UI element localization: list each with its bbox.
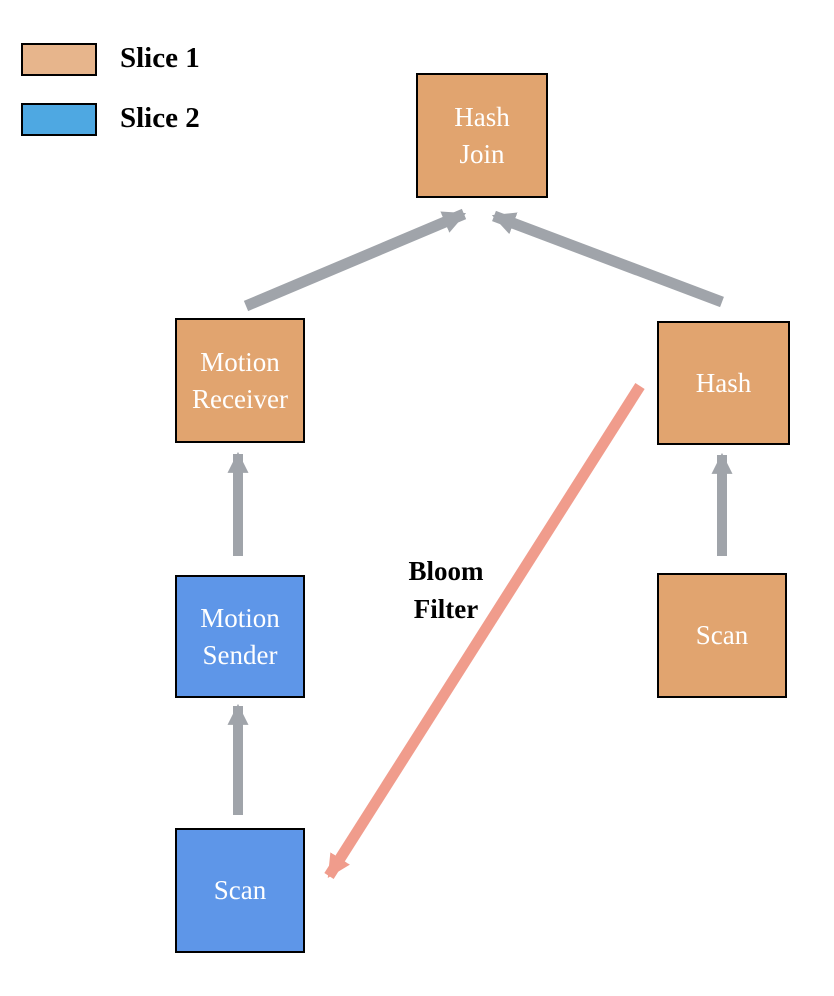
legend-label-slice1: Slice 1 bbox=[120, 42, 200, 74]
edge-bloom-filter-hash-to-scan-arrow bbox=[324, 383, 645, 879]
node-hash-label: Hash bbox=[695, 367, 752, 398]
edge-motion-receiver-to-hash-join-arrow bbox=[243, 208, 467, 312]
node-motion-sender: Motion Sender bbox=[175, 575, 305, 698]
node-hash: Hash bbox=[657, 321, 790, 445]
node-scan-right-label: Scan bbox=[695, 620, 749, 650]
legend-swatch-slice1 bbox=[21, 43, 97, 76]
edge-hash-to-hash-join-arrow bbox=[491, 210, 724, 308]
node-motion-sender-label: Motion Sender bbox=[200, 602, 280, 670]
node-motion-receiver-label: Motion Receiver bbox=[192, 346, 288, 414]
node-motion-receiver: Motion Receiver bbox=[175, 318, 305, 443]
legend-swatch-slice2 bbox=[21, 103, 97, 136]
node-scan-bottom-label: Scan bbox=[213, 875, 267, 905]
node-hash-join: Hash Join bbox=[416, 73, 548, 198]
node-hash-join-label: Hash Join bbox=[454, 101, 510, 169]
node-scan-right: Scan bbox=[657, 573, 787, 698]
node-scan-bottom: Scan bbox=[175, 828, 305, 953]
legend-label-slice2: Slice 2 bbox=[120, 102, 200, 134]
bloom-filter-annotation: Bloom Filter bbox=[408, 556, 484, 624]
